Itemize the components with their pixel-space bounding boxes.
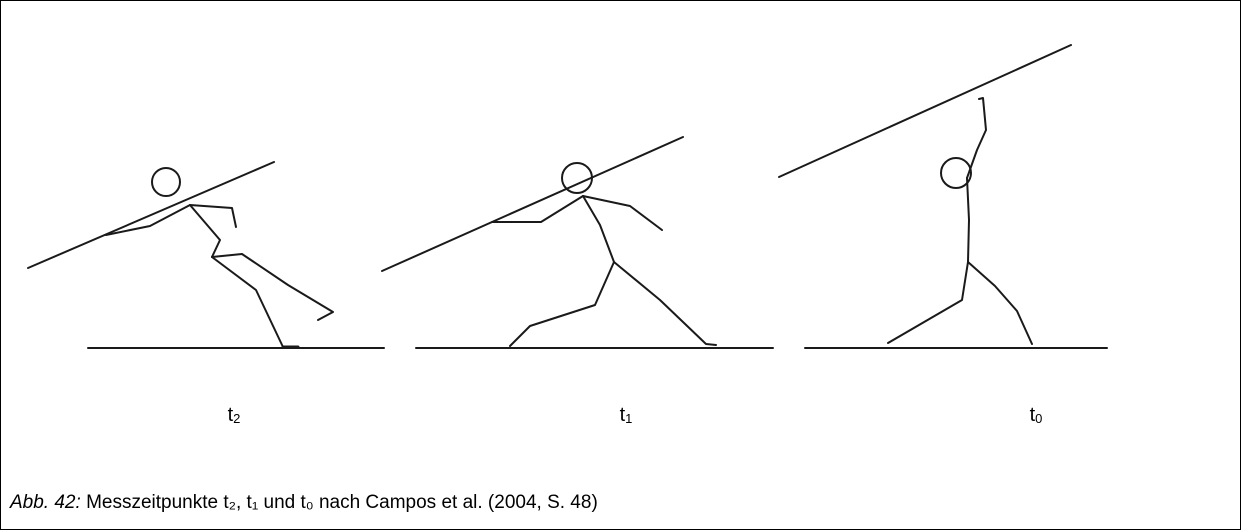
front-leg-t0 bbox=[968, 262, 1032, 344]
torso-t2 bbox=[190, 205, 220, 257]
label-t0: t0 bbox=[1030, 404, 1043, 427]
panel-t2-drawing bbox=[28, 162, 384, 348]
throwing-arm-t2 bbox=[106, 205, 190, 235]
throwing-arm-t1 bbox=[492, 196, 583, 222]
front-leg-t1 bbox=[510, 262, 614, 346]
front-leg-t2 bbox=[212, 254, 333, 320]
caption-label: Abb. 42: bbox=[10, 492, 81, 513]
torso-t1 bbox=[583, 196, 614, 262]
front-arm-t2 bbox=[190, 205, 236, 227]
label-t2: t2 bbox=[228, 404, 241, 427]
front-arm-t1 bbox=[583, 196, 662, 230]
label-t2-subscript: 2 bbox=[233, 411, 240, 426]
back-leg-t0 bbox=[888, 262, 968, 343]
panel-t1-drawing bbox=[382, 137, 773, 348]
label-t1: t1 bbox=[620, 404, 633, 427]
torso-t0 bbox=[967, 178, 969, 262]
back-leg-t1 bbox=[614, 262, 716, 345]
caption-text: Messzeitpunkte t₂, t₁ und t₀ nach Campos… bbox=[86, 492, 598, 513]
javelin-t2 bbox=[28, 162, 274, 268]
head-t1 bbox=[562, 163, 592, 193]
label-t0-subscript: 0 bbox=[1035, 411, 1042, 426]
javelin-t0 bbox=[779, 45, 1071, 177]
head-t2 bbox=[152, 168, 180, 196]
label-t1-subscript: 1 bbox=[625, 411, 632, 426]
figure-caption: Abb. 42: Messzeitpunkte t₂, t₁ und t₀ na… bbox=[10, 492, 598, 514]
back-leg-t2 bbox=[212, 257, 283, 347]
javelin-t1 bbox=[382, 137, 683, 271]
panel-t0-drawing bbox=[779, 45, 1107, 348]
